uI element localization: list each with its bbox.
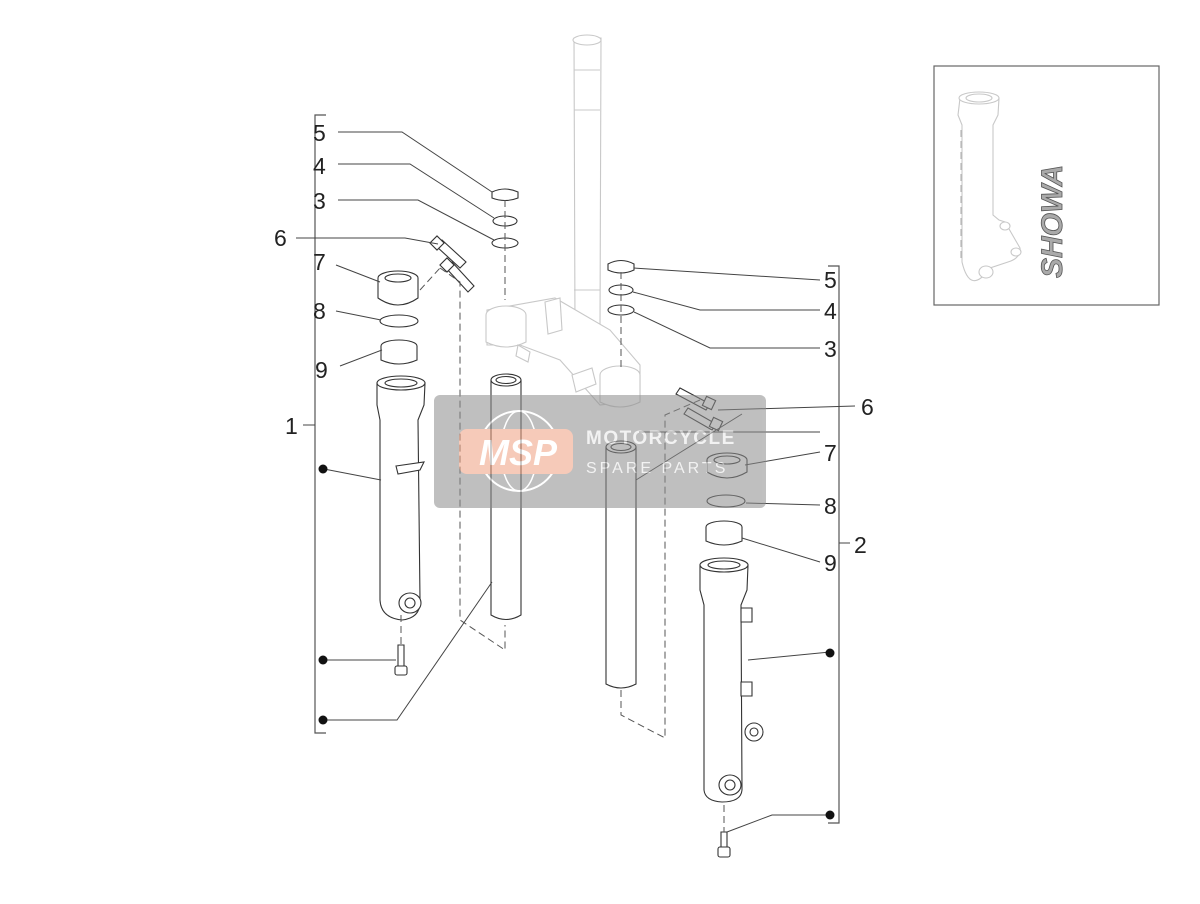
fork-slider-ghost-inset <box>957 91 1022 282</box>
oil-seal-ring-part-8-left <box>379 314 419 328</box>
fork-cap-part-5-right <box>607 259 635 274</box>
fork-cap-part-5-left <box>491 188 519 202</box>
callout-label: 7 <box>824 440 837 466</box>
bottom-screw-left <box>394 644 408 676</box>
assembly-marker-dot <box>825 810 835 820</box>
watermark-subtitle: SPARE PARTS <box>586 460 728 477</box>
bolt-part-6-left <box>429 235 475 293</box>
watermark-logo: MSP <box>479 432 558 473</box>
callout-label: 2 <box>854 532 867 558</box>
callout-label: 3 <box>313 188 326 214</box>
watermark: MSP MOTORCYCLE SPARE PARTS <box>434 395 766 508</box>
bush-part-9-left <box>380 339 418 365</box>
dust-seal-part-7-left <box>377 270 419 306</box>
steering-stem-ghost <box>485 34 641 408</box>
callout-label: 1 <box>285 413 298 439</box>
callout-label: 5 <box>313 120 326 146</box>
bottom-screw-right <box>717 831 731 858</box>
assembly-marker-dot <box>825 648 835 658</box>
callout-label: 9 <box>824 550 837 576</box>
callout-label: 7 <box>313 249 326 275</box>
assembly-bracket-2 <box>828 265 840 824</box>
brand-logo: SHOWA <box>1036 165 1069 278</box>
bush-part-9-right <box>705 520 743 546</box>
callout-label: 3 <box>824 336 837 362</box>
callout-label: 4 <box>824 298 837 324</box>
assembly-marker-dot <box>318 715 328 725</box>
callout-label: 6 <box>274 225 287 251</box>
left-fork-assembly: 5 4 3 6 7 8 9 1 <box>274 114 522 734</box>
assembly-marker-dot <box>318 655 328 665</box>
right-fork-assembly: 5 4 3 6 7 8 9 2 <box>605 259 874 858</box>
assembly-marker-dot <box>318 464 328 474</box>
assembly-bracket-1 <box>314 114 326 734</box>
callout-label: 4 <box>313 153 326 179</box>
watermark-title: MOTORCYCLE <box>586 428 736 449</box>
callout-label: 8 <box>313 298 326 324</box>
fork-slider-left <box>376 375 426 621</box>
callout-label: 5 <box>824 267 837 293</box>
inset-panel: SHOWA <box>933 65 1160 306</box>
callout-label: 6 <box>861 394 874 420</box>
fork-slider-right <box>699 557 764 803</box>
callout-label: 9 <box>315 357 328 383</box>
callout-label: 8 <box>824 493 837 519</box>
